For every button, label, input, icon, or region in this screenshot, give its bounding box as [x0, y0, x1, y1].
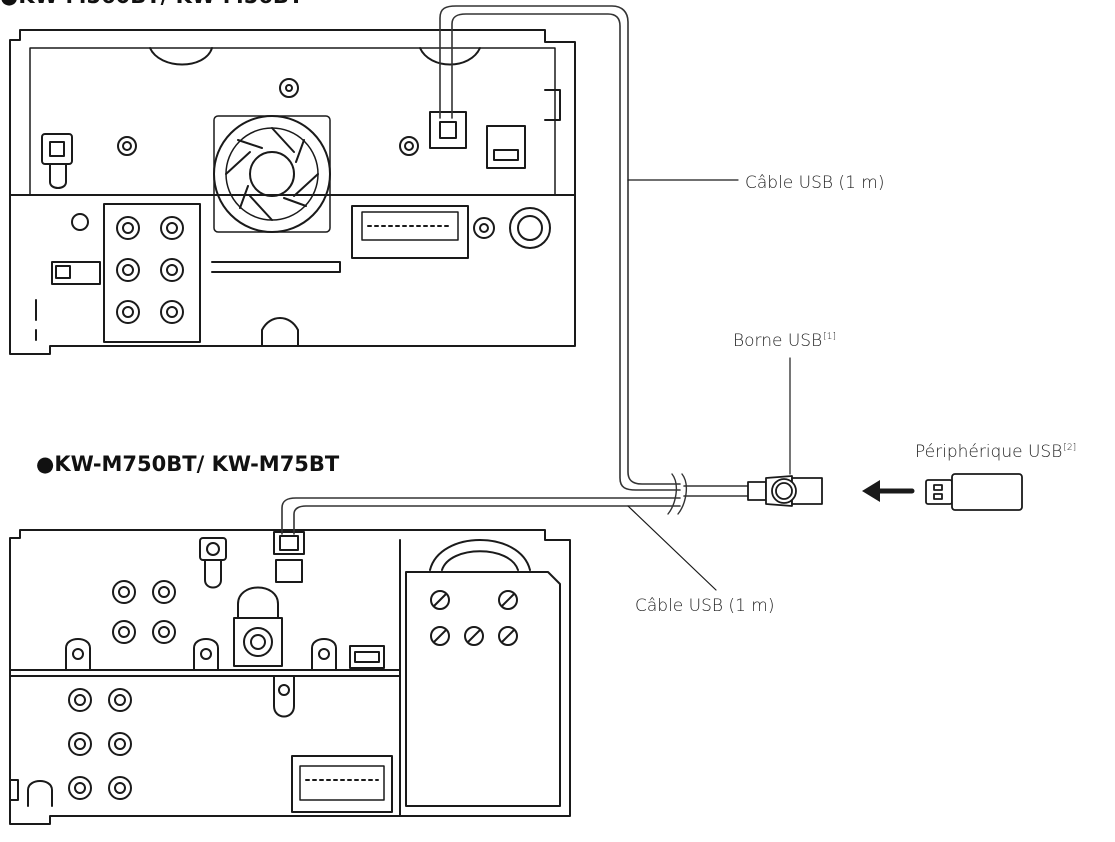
usb-cable-bottom	[281, 497, 681, 535]
borne-text: Borne USB	[733, 331, 823, 351]
bottom-bracket-plate	[405, 571, 561, 807]
label-peripheral-usb: Périphérique USB[2]	[915, 442, 1076, 462]
borne-note: [1]	[823, 332, 836, 342]
fan-icon	[213, 115, 331, 233]
label-cable-bottom: Câble USB (1 m)	[635, 596, 775, 616]
bullet-top: ●	[0, 0, 18, 8]
usb-terminal	[747, 475, 823, 507]
bottom-model-title: ●KW-M750BT/ KW-M75BT	[36, 452, 339, 476]
bottom-harness-connector	[291, 755, 393, 813]
usb-cable-top	[439, 5, 681, 491]
top-din-connector	[509, 207, 551, 249]
bottom-terminal-row	[65, 638, 385, 671]
usb-stick-icon	[925, 473, 1023, 511]
bottom-head-unit	[9, 529, 571, 825]
bottom-rca-jacks-lower	[68, 688, 132, 800]
label-borne-usb: Borne USB[1]	[733, 331, 836, 351]
bullet-bottom: ●	[36, 452, 55, 476]
bottom-lock-connector	[233, 586, 283, 667]
leader-cable-bottom	[627, 505, 717, 591]
top-harness-connector	[351, 205, 469, 259]
label-cable-top: Câble USB (1 m)	[745, 173, 885, 193]
top-rca-jacks	[103, 203, 201, 343]
top-antenna-connector	[41, 133, 73, 189]
top-model-title: ●KW-M560BT/ KW-M56BT	[0, 0, 303, 8]
cable-break-mark	[667, 473, 688, 515]
insert-arrow-icon	[862, 480, 915, 502]
peripheral-text: Périphérique USB	[915, 442, 1063, 462]
top-head-unit	[9, 29, 576, 355]
bottom-rca-jacks-upper	[112, 580, 176, 644]
top-model-name: KW-M560BT/ KW-M56BT	[18, 0, 303, 8]
bottom-antenna-connector	[199, 537, 227, 589]
bottom-model-name: KW-M750BT/ KW-M75BT	[54, 452, 340, 476]
peripheral-note: [2]	[1063, 443, 1077, 453]
top-usb-port	[429, 111, 467, 149]
bottom-fan-icon	[429, 539, 531, 571]
bottom-usb-port	[273, 531, 305, 583]
cable-joined	[683, 485, 751, 497]
